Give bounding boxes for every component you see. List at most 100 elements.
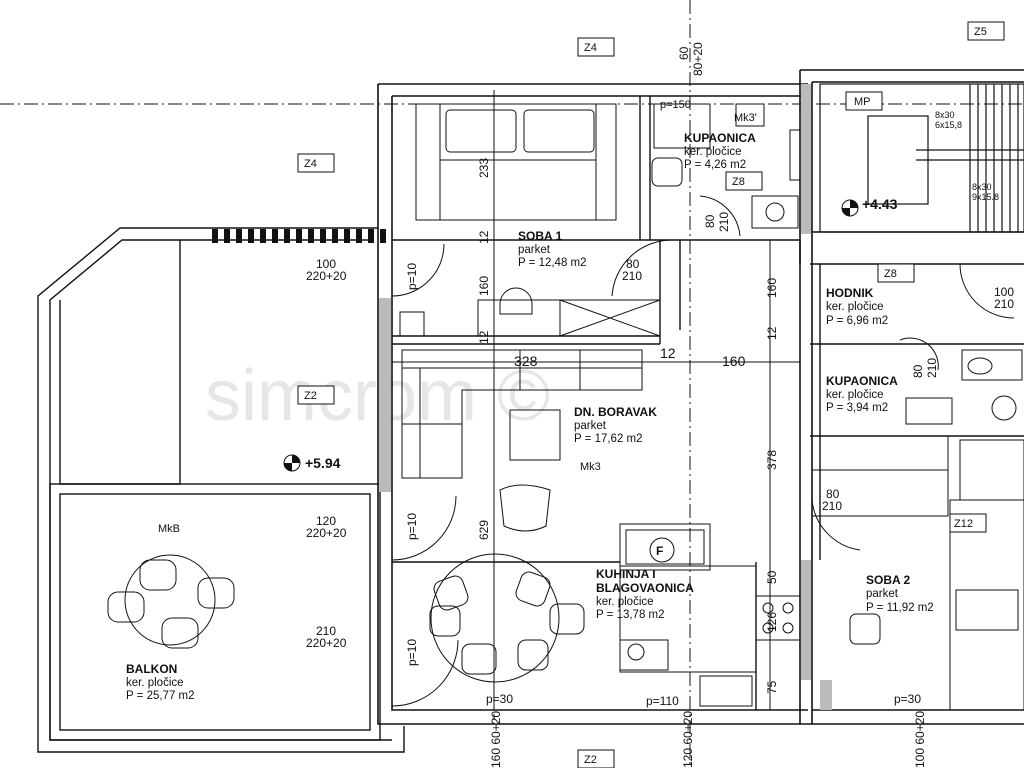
soba1-area: P = 12,48 m2 — [518, 257, 587, 269]
dim-75: 75 — [765, 680, 779, 694]
balcony-railing — [212, 229, 386, 243]
level-stairs: +4.43 — [862, 196, 898, 212]
level-markers — [283, 199, 859, 472]
dim-w120b: 220+20 — [306, 526, 347, 540]
hodnik-floor: ker. pločice — [826, 301, 884, 313]
section-z4-left: Z4 — [304, 158, 317, 170]
room-soba2: SOBA 2 parket P = 11,92 m2 — [866, 573, 934, 614]
section-z8-bath: Z8 — [732, 176, 745, 188]
dim-top-60: 60 — [677, 46, 691, 60]
stove-label: F — [656, 544, 663, 558]
dim-p30a: p=30 — [486, 692, 513, 706]
soba2-name: SOBA 2 — [866, 573, 911, 587]
hodnik-name: HODNIK — [826, 286, 874, 300]
dim-p10a: p=10 — [405, 263, 419, 290]
dim-bottom-160: 160 60+20 — [489, 711, 503, 768]
dim-w100: 100 — [316, 257, 336, 271]
stair-step1b: 6x15,8 — [935, 120, 962, 130]
furniture — [107, 103, 1024, 711]
dim-p150: p=150 — [660, 99, 691, 111]
dim-50: 50 — [765, 570, 779, 584]
section-z2-left: Z2 — [304, 390, 317, 402]
dim-w120: 120 — [316, 514, 336, 528]
dim-328: 328 — [514, 353, 538, 369]
dn-boravak-area: P = 17,62 m2 — [574, 433, 643, 445]
soba1-name: SOBA 1 — [518, 229, 563, 243]
balkon-floor: ker. pločice — [126, 677, 184, 689]
dim-w210b: 220+20 — [306, 636, 347, 650]
stairwell — [819, 83, 1024, 233]
mkb-label: MkB — [158, 523, 180, 535]
soba2-floor: parket — [866, 588, 899, 600]
mk3-prime-label: Mk3' — [734, 112, 757, 124]
dim-126: 126 — [765, 612, 779, 632]
section-z2-bottom: Z2 — [584, 754, 597, 766]
dim-80-210-c: 80 — [826, 487, 840, 501]
dim-p110: p=110 — [646, 694, 679, 708]
label-boxes — [297, 21, 1005, 768]
dim-80-210-d2: 210 — [925, 358, 939, 378]
room-hodnik: HODNIK ker. pločice P = 6,96 m2 — [826, 286, 888, 327]
balkon-name: BALKON — [126, 662, 177, 676]
dim-160b: 160 — [722, 353, 746, 369]
section-z12: Z12 — [954, 518, 973, 530]
dim-378: 378 — [765, 450, 779, 470]
wall-hatching — [379, 84, 832, 710]
door-swings — [391, 195, 1015, 707]
stove-symbol — [649, 537, 675, 563]
balcony-outline — [37, 227, 405, 753]
room-soba1: SOBA 1 parket P = 12,48 m2 — [518, 229, 587, 269]
stair-step1a: 8x30 — [935, 110, 955, 120]
level-balcony: +5.94 — [305, 455, 341, 471]
dim-233: 233 — [477, 158, 491, 178]
section-z5-top: Z5 — [974, 26, 987, 38]
dim-top-80-20: 80+20 — [691, 42, 705, 76]
room-balkon: BALKON ker. pločice P = 25,77 m2 — [126, 662, 195, 702]
kuhinja-floor: ker. pločice — [596, 596, 654, 608]
dim-80-210-c2: 210 — [822, 499, 842, 513]
kupaonica1-floor: ker. pločice — [684, 146, 742, 158]
dim-p30b: p=30 — [894, 692, 921, 706]
kupaonica2-area: P = 3,94 m2 — [826, 402, 888, 414]
dim-100-210-a2: 210 — [994, 297, 1014, 311]
section-z4-top: Z4 — [584, 42, 597, 54]
kupaonica1-area: P = 4,26 m2 — [684, 159, 746, 171]
dim-bottom-120: 120 60+20 — [681, 711, 695, 768]
dim-80-210-a: 80 — [626, 257, 640, 271]
room-kupaonica1: KUPAONICA ker. pločice P = 4,26 m2 — [684, 131, 756, 171]
kupaonica2-name: KUPAONICA — [826, 374, 898, 388]
dim-80-210-b2: 210 — [717, 212, 731, 232]
kuhinja-area: P = 13,78 m2 — [596, 609, 665, 621]
stair-step2a: 8x30 — [972, 182, 992, 192]
room-kupaonica2: KUPAONICA ker. pločice P = 3,94 m2 — [826, 374, 898, 414]
dim-w210: 210 — [316, 624, 336, 638]
dim-160c: 160 — [765, 278, 779, 298]
dim-100-210-a: 100 — [994, 285, 1014, 299]
dim-12b: 12 — [477, 330, 491, 344]
hodnik-area: P = 6,96 m2 — [826, 315, 888, 327]
soba2-area: P = 11,92 m2 — [866, 602, 934, 614]
stair-mp-label: MP — [854, 96, 871, 108]
kupaonica2-floor: ker. pločice — [826, 389, 884, 401]
kuhinja-name1: KUHINJA I — [596, 567, 656, 581]
dim-p10b: p=10 — [405, 513, 419, 540]
mk3-label: Mk3 — [580, 461, 601, 473]
dim-12d: 12 — [765, 326, 779, 340]
dn-boravak-name: DN. BORAVAK — [574, 405, 657, 419]
dim-80-210-a2: 210 — [622, 269, 642, 283]
dim-80-210-d: 80 — [911, 364, 925, 378]
soba1-floor: parket — [518, 244, 551, 256]
kuhinja-name2: BLAGOVAONICA — [596, 581, 694, 595]
dim-w100b: 220+20 — [306, 269, 347, 283]
stair-step2b: 9x15.8 — [972, 192, 999, 202]
dim-bottom-100: 100 60+20 — [913, 711, 927, 768]
dim-80-210-b: 80 — [703, 214, 717, 228]
dim-12a: 12 — [477, 230, 491, 244]
kupaonica1-name: KUPAONICA — [684, 131, 756, 145]
dim-p10c: p=10 — [405, 639, 419, 666]
room-kuhinja: KUHINJA I BLAGOVAONICA ker. pločice P = … — [596, 567, 694, 621]
dimension-lines — [392, 96, 800, 710]
dim-160a: 160 — [477, 276, 491, 296]
section-z8-hall: Z8 — [884, 268, 897, 280]
